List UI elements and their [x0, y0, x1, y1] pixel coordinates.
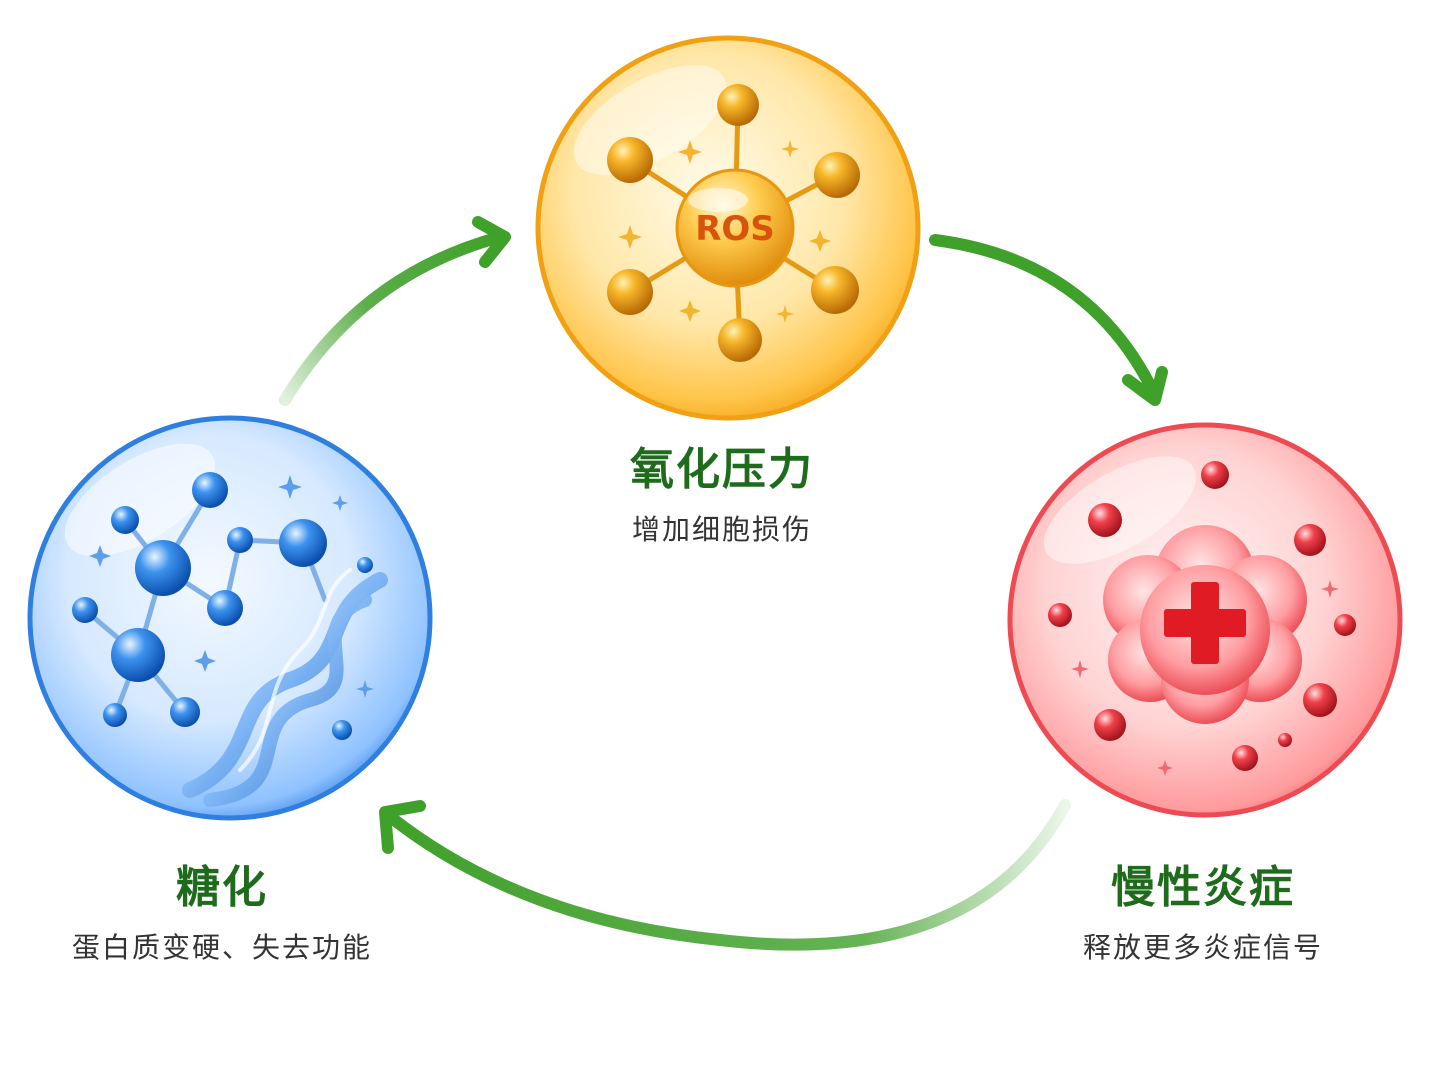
sparkle-icon [618, 140, 831, 323]
oxidative-stress-description: 增加细胞损伤 [631, 513, 813, 546]
glycation-sphere [27, 415, 433, 821]
arrow-inflammation-to-glycation [379, 799, 1071, 951]
ros-core-label: ROS [695, 209, 775, 249]
oxidative-stress-sphere: ROS [535, 35, 921, 421]
sparkle-icon [89, 475, 374, 698]
inflamed-cell [1103, 525, 1307, 724]
chronic-inflammation-description: 释放更多炎症信号 [1082, 931, 1324, 964]
chronic-inflammation-title: 慢性炎症 [1111, 862, 1295, 913]
glycation-description: 蛋白质变硬、失去功能 [71, 931, 373, 964]
arrow-glycation-to-oxidative [279, 216, 511, 406]
inflammation-sphere [1007, 422, 1403, 818]
arrow-oxidative-to-inflammation [929, 234, 1168, 406]
molecule-atoms [72, 472, 373, 740]
inflammation-particles [1048, 461, 1356, 771]
dna-helix [182, 568, 388, 807]
sparkle-icon [1071, 580, 1339, 776]
ros-atoms [607, 84, 860, 362]
oxidative-stress-title: 氧化压力 [630, 444, 814, 495]
glycation-title: 糖化 [176, 862, 268, 913]
medical-cross-icon [1164, 582, 1246, 664]
